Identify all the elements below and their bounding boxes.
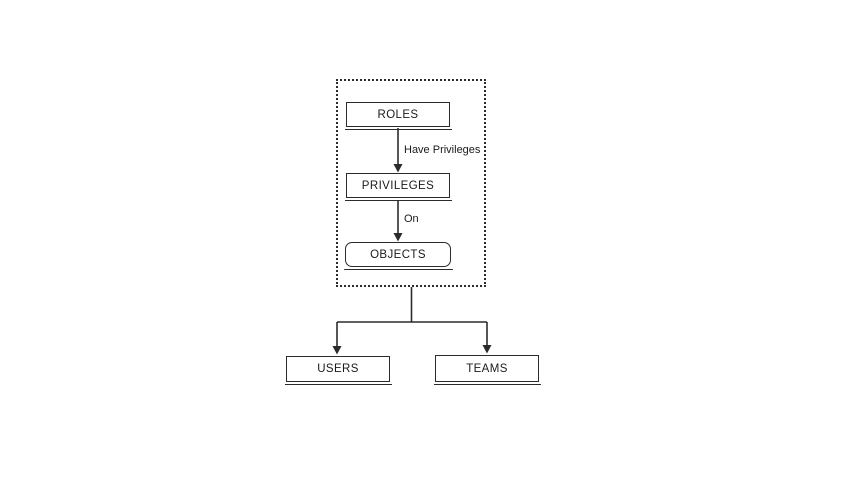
edge-branch-to-users [332, 322, 342, 355]
arrowhead-down-icon [393, 164, 403, 173]
node-users-label: USERS [317, 363, 359, 375]
node-roles-label: ROLES [377, 108, 419, 121]
node-teams: TEAMS [434, 355, 541, 385]
node-objects: OBJECTS [344, 242, 453, 270]
edge-roles-to-privileges [393, 128, 403, 173]
edge-boundary-trunk [337, 287, 487, 323]
edge-branch-to-teams [482, 322, 492, 354]
node-privileges: PRIVILEGES [345, 173, 452, 201]
edge-label-have-privileges: Have Privileges [404, 144, 481, 156]
node-teams-label: TEAMS [466, 362, 508, 375]
dashed-group-boundary [336, 79, 486, 287]
arrowhead-down-icon [482, 345, 492, 354]
arrowhead-down-icon [332, 346, 342, 355]
edge-label-on: On [404, 213, 419, 225]
node-objects-label: OBJECTS [370, 248, 426, 261]
edge-privileges-to-objects [393, 200, 403, 242]
arrowhead-down-icon [393, 233, 403, 242]
node-roles: ROLES [345, 102, 452, 130]
node-users: USERS [285, 356, 392, 385]
node-privileges-label: PRIVILEGES [361, 179, 435, 192]
